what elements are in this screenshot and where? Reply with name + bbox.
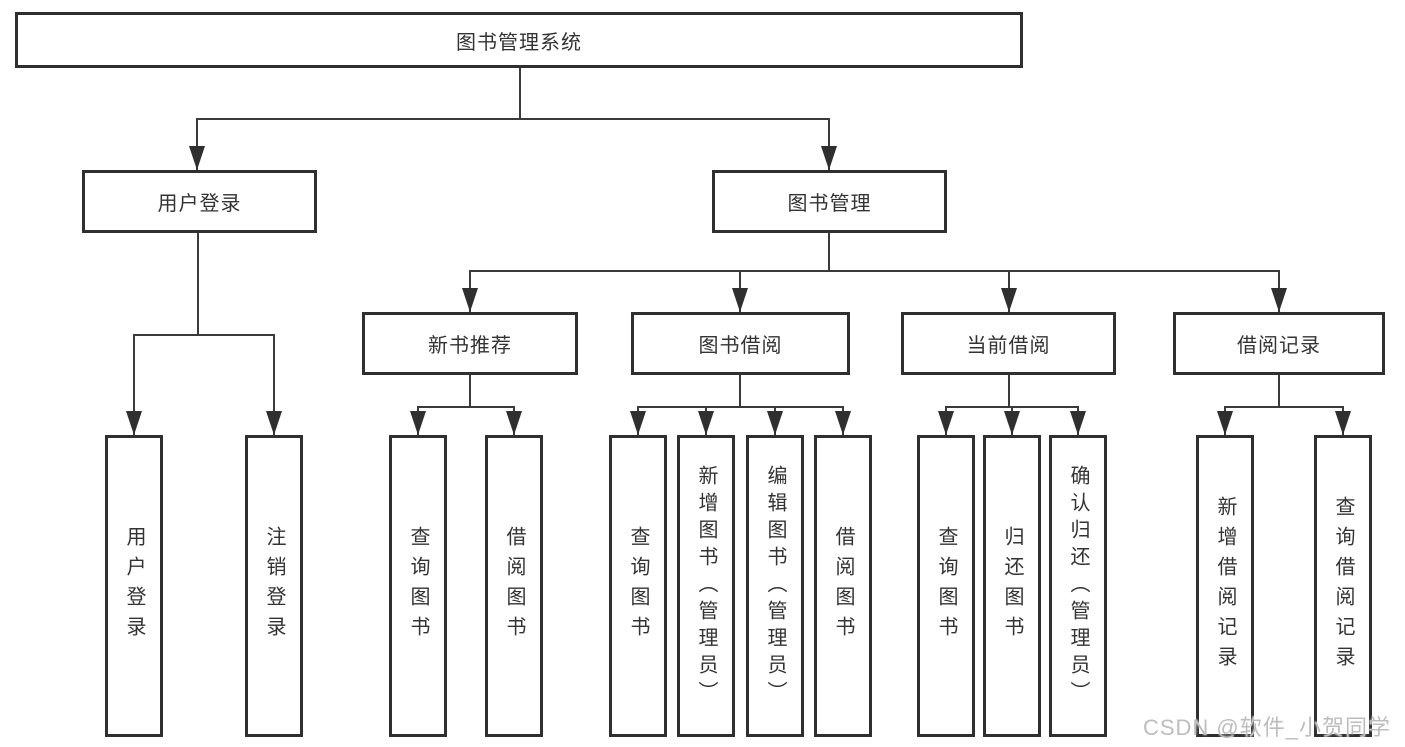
connector-level3-bar — [469, 270, 1280, 272]
connector-borrow-bar — [637, 406, 844, 408]
node-user-login: 用户登录 — [82, 170, 317, 233]
node-current-borrow-label: 当前借阅 — [966, 335, 1051, 357]
connector-arrow-line — [273, 334, 275, 435]
arrowhead-down-icon — [1070, 411, 1086, 435]
arrowhead-down-icon — [1004, 411, 1020, 435]
leaf-logout: 注销登录 — [245, 435, 303, 737]
leaf-borrow-book: 借阅图书 — [814, 435, 872, 737]
node-root: 图书管理系统 — [15, 12, 1023, 68]
leaf-return-book: 归还图书 — [983, 435, 1041, 737]
watermark: CSDN @软件_小贺同学 — [1142, 715, 1391, 740]
connector-userlogin-bar — [133, 334, 275, 336]
connector-arrow-line — [133, 334, 135, 435]
leaf-query-books-label: 查询图书 — [627, 526, 649, 646]
node-user-login-label: 用户登录 — [157, 193, 242, 215]
arrowhead-down-icon — [1001, 288, 1017, 312]
arrowhead-down-icon — [410, 411, 426, 435]
arrowhead-down-icon — [462, 288, 478, 312]
arrowhead-down-icon — [189, 146, 205, 170]
connector-borrow-stub — [739, 375, 741, 408]
connector-bookmgmt-stub — [828, 233, 830, 272]
connector-root-stub — [519, 68, 521, 120]
leaf-logout-label: 注销登录 — [263, 526, 285, 646]
leaf-borrow-book-label: 借阅图书 — [503, 526, 525, 646]
arrowhead-down-icon — [821, 146, 837, 170]
node-current-borrow: 当前借阅 — [901, 312, 1116, 375]
arrowhead-down-icon — [630, 411, 646, 435]
connector-records-bar — [1224, 406, 1344, 408]
leaf-add-borrow-record-label: 新增借阅记录 — [1214, 496, 1236, 676]
arrowhead-down-icon — [1335, 411, 1351, 435]
arrowhead-down-icon — [732, 288, 748, 312]
connector-arrow-line — [828, 118, 830, 170]
leaf-query-books-label: 查询图书 — [935, 526, 957, 646]
leaf-borrow-book-label: 借阅图书 — [832, 526, 854, 646]
node-root-label: 图书管理系统 — [456, 31, 582, 54]
node-book-management-label: 图书管理 — [787, 193, 872, 215]
leaf-edit-book-admin-label: 编辑图书（管理员） — [764, 464, 786, 708]
leaf-return-book-label: 归还图书 — [1001, 526, 1023, 646]
leaf-add-book-admin-label: 新增图书（管理员） — [695, 464, 717, 708]
arrowhead-down-icon — [1217, 411, 1233, 435]
leaf-add-borrow-record: 新增借阅记录 — [1196, 435, 1254, 737]
leaf-user-login-label: 用户登录 — [123, 526, 145, 646]
leaf-query-borrow-record: 查询借阅记录 — [1314, 435, 1372, 737]
leaf-confirm-return-admin: 确认归还（管理员） — [1049, 435, 1107, 737]
leaf-query-books-label: 查询图书 — [407, 526, 429, 646]
node-book-borrow: 图书借阅 — [631, 312, 850, 375]
connector-userlogin-stub — [197, 233, 199, 336]
node-new-book-recommend-label: 新书推荐 — [428, 335, 512, 357]
leaf-borrow-book: 借阅图书 — [485, 435, 543, 737]
leaf-query-books: 查询图书 — [917, 435, 975, 737]
arrowhead-down-icon — [938, 411, 954, 435]
leaf-query-borrow-record-label: 查询借阅记录 — [1332, 496, 1354, 676]
node-borrow-records: 借阅记录 — [1173, 312, 1385, 375]
arrowhead-down-icon — [835, 411, 851, 435]
leaf-add-book-admin: 新增图书（管理员） — [677, 435, 735, 737]
connector-newbook-stub — [469, 375, 471, 408]
leaf-confirm-return-admin-label: 确认归还（管理员） — [1067, 464, 1089, 708]
node-book-management: 图书管理 — [712, 170, 947, 233]
connector-records-stub — [1278, 375, 1280, 408]
connector-level2-bar — [196, 118, 830, 120]
connector-newbook-bar — [417, 406, 515, 408]
arrowhead-down-icon — [698, 411, 714, 435]
node-borrow-records-label: 借阅记录 — [1237, 335, 1321, 357]
connector-current-stub — [1008, 375, 1010, 408]
node-book-borrow-label: 图书借阅 — [698, 335, 783, 357]
arrowhead-down-icon — [126, 411, 142, 435]
arrowhead-down-icon — [1271, 288, 1287, 312]
leaf-query-books: 查询图书 — [609, 435, 667, 737]
arrowhead-down-icon — [266, 411, 282, 435]
leaf-edit-book-admin: 编辑图书（管理员） — [746, 435, 804, 737]
leaf-user-login: 用户登录 — [105, 435, 163, 737]
leaf-query-books: 查询图书 — [389, 435, 447, 737]
arrowhead-down-icon — [506, 411, 522, 435]
connector-arrow-line — [196, 118, 198, 170]
arrowhead-down-icon — [767, 411, 783, 435]
node-new-book-recommend: 新书推荐 — [362, 312, 578, 375]
